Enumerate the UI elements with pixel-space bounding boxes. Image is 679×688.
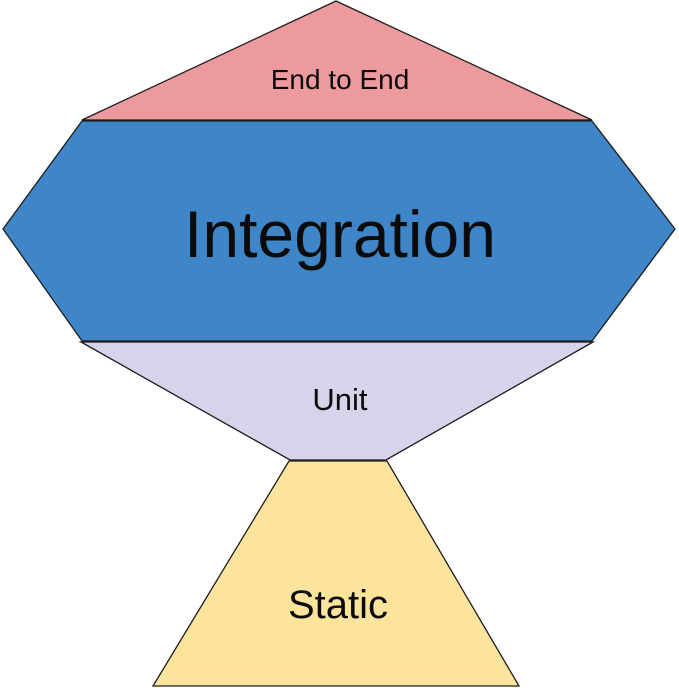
layer-unit-shape <box>78 341 596 461</box>
layer-end-to-end-shape <box>81 0 593 121</box>
layer-static-label: Static <box>288 583 388 627</box>
layer-integration-shape <box>2 120 676 342</box>
layer-end-to-end-label: End to End <box>271 64 410 95</box>
layer-integration-label: Integration <box>184 197 496 271</box>
layer-static-shape <box>151 460 521 687</box>
layer-unit-label: Unit <box>312 382 368 417</box>
